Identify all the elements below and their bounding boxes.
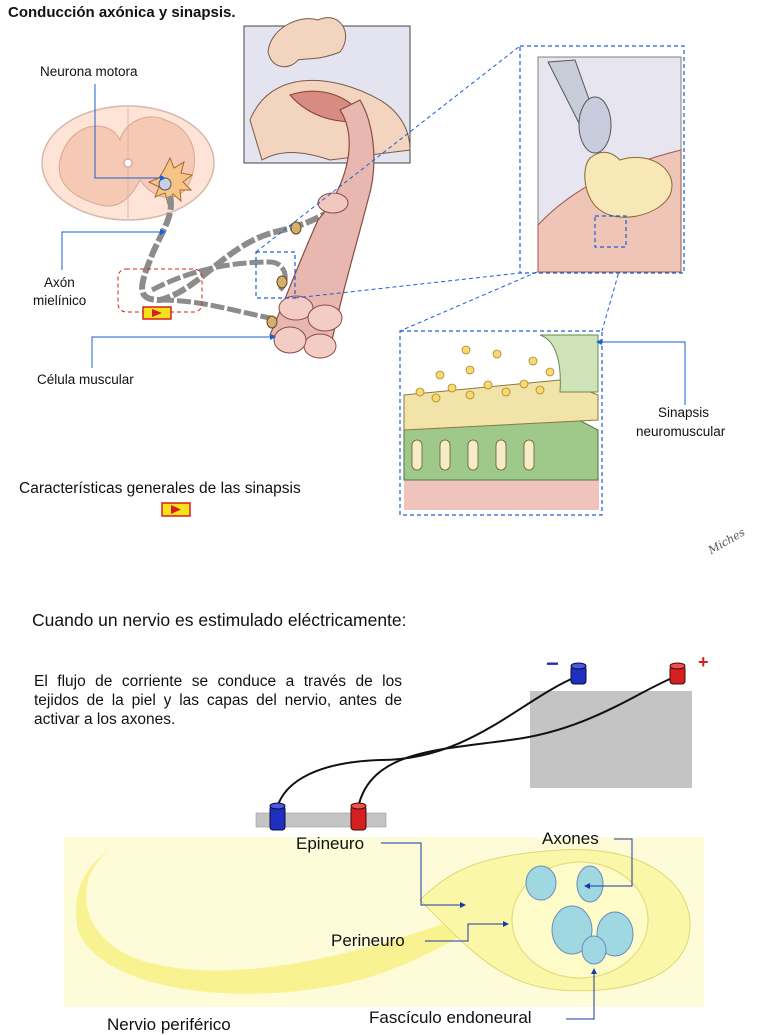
minus-sign: − xyxy=(546,651,559,676)
stimulator-box xyxy=(530,691,692,788)
axon-synapse-diagram: Miches xyxy=(41,17,748,558)
peripheral-nerve-illustration xyxy=(64,837,704,1007)
label-nervio-periferico: Nervio periférico xyxy=(107,1015,231,1034)
label-perineuro: Perineuro xyxy=(331,931,405,950)
label-epineuro: Epineuro xyxy=(296,834,365,853)
negative-electrode-skin xyxy=(269,802,286,831)
plus-sign: + xyxy=(698,652,709,672)
axon-highlight-box xyxy=(117,268,203,313)
explanation-paragraph: El flujo de corriente se conduce a travé… xyxy=(34,673,402,728)
negative-electrode-stimulator xyxy=(570,662,587,685)
play-button-synapse-characteristics[interactable] xyxy=(161,502,191,517)
junction-zoom-box xyxy=(255,251,296,299)
annotation-pointers xyxy=(61,84,686,405)
junction-detail-panel xyxy=(519,45,685,274)
muscle-bundle xyxy=(266,99,375,359)
label-sinapsis-line2: neuromuscular xyxy=(636,424,726,439)
label-axones: Axones xyxy=(542,829,599,848)
figure-title: Conducción axónica y sinapsis. xyxy=(8,4,236,21)
positive-electrode-skin xyxy=(350,802,367,831)
spinal-cord-section xyxy=(41,105,215,221)
label-sinapsis-line1: Sinapsis xyxy=(658,405,710,420)
synapse-detail-panel xyxy=(399,330,603,516)
author-signature: Miches xyxy=(705,525,747,557)
annotation-arrowheads xyxy=(160,175,602,345)
section-heading: Cuando un nervio es estimulado eléctrica… xyxy=(32,610,407,630)
arm-illustration xyxy=(243,17,411,164)
link-synapse-characteristics[interactable]: Características generales de las sinapsi… xyxy=(19,480,301,497)
positive-electrode-stimulator xyxy=(669,662,686,685)
nerve-pointer-arrowheads xyxy=(460,883,597,974)
play-button-axon[interactable] xyxy=(142,306,172,320)
skin-layer-bar xyxy=(255,812,387,828)
label-axon-line1: Axón xyxy=(44,275,75,290)
nerve-pointer-lines xyxy=(381,838,633,1020)
label-axon-line2: mielínico xyxy=(33,293,87,308)
label-neurona-motora: Neurona motora xyxy=(40,64,138,79)
label-fasciculo-endoneural: Fascículo endoneural xyxy=(369,1008,532,1027)
label-celula-muscular: Célula muscular xyxy=(37,372,134,387)
